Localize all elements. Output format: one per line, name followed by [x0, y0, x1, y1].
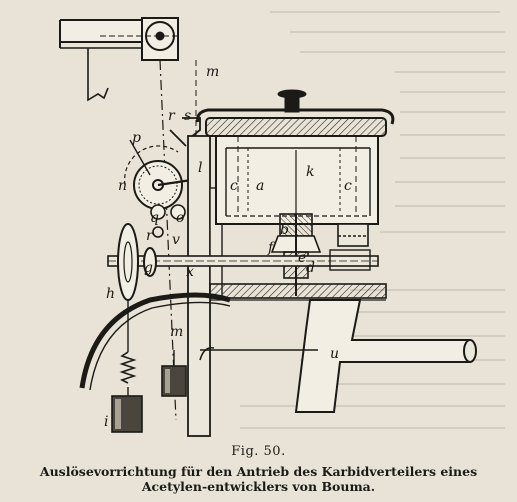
label-s: s: [184, 108, 191, 124]
base-plate: [209, 283, 387, 301]
label-k: k: [306, 164, 314, 180]
side-pipe: [337, 223, 369, 247]
counter-weight: [161, 350, 187, 397]
label-f: f: [267, 240, 276, 256]
label-n: n: [118, 178, 127, 194]
label-a: a: [256, 178, 264, 194]
top-pulley: [100, 17, 179, 61]
label-e: e: [298, 250, 306, 266]
label-m-bottom: m: [170, 324, 183, 340]
carbide-container: [196, 89, 395, 225]
label-g: g: [144, 260, 153, 276]
label-o: o: [176, 210, 184, 226]
label-l: l: [198, 160, 202, 176]
label-r: r: [168, 108, 176, 124]
feed-pipe-u: [199, 299, 477, 413]
label-q: q: [150, 210, 159, 226]
gear-wheel-n: [124, 139, 183, 210]
label-c-right: c: [344, 178, 352, 194]
pawl-r-s: [169, 117, 201, 147]
label-v: v: [172, 232, 180, 248]
figure-number: Fig. 50.: [231, 444, 286, 459]
label-d: d: [306, 260, 315, 276]
label-x: x: [186, 264, 194, 280]
figure-caption: Auslösevorrichtung für den Antrieb des K…: [39, 464, 478, 494]
label-h: h: [106, 286, 115, 302]
spring-weight-i: [111, 300, 143, 433]
label-r-lower: r: [146, 228, 154, 244]
apparatus-figure: m r s p n l q o r v c a k c b f e d g x …: [59, 11, 505, 437]
label-c-left: c: [230, 178, 238, 194]
label-i: i: [104, 414, 108, 430]
label-p: p: [132, 130, 141, 146]
label-u: u: [330, 346, 339, 362]
small-wheel-q: [150, 204, 186, 238]
label-b: b: [280, 222, 289, 238]
label-m-top: m: [206, 64, 219, 80]
curved-guide-arm: [79, 292, 231, 389]
